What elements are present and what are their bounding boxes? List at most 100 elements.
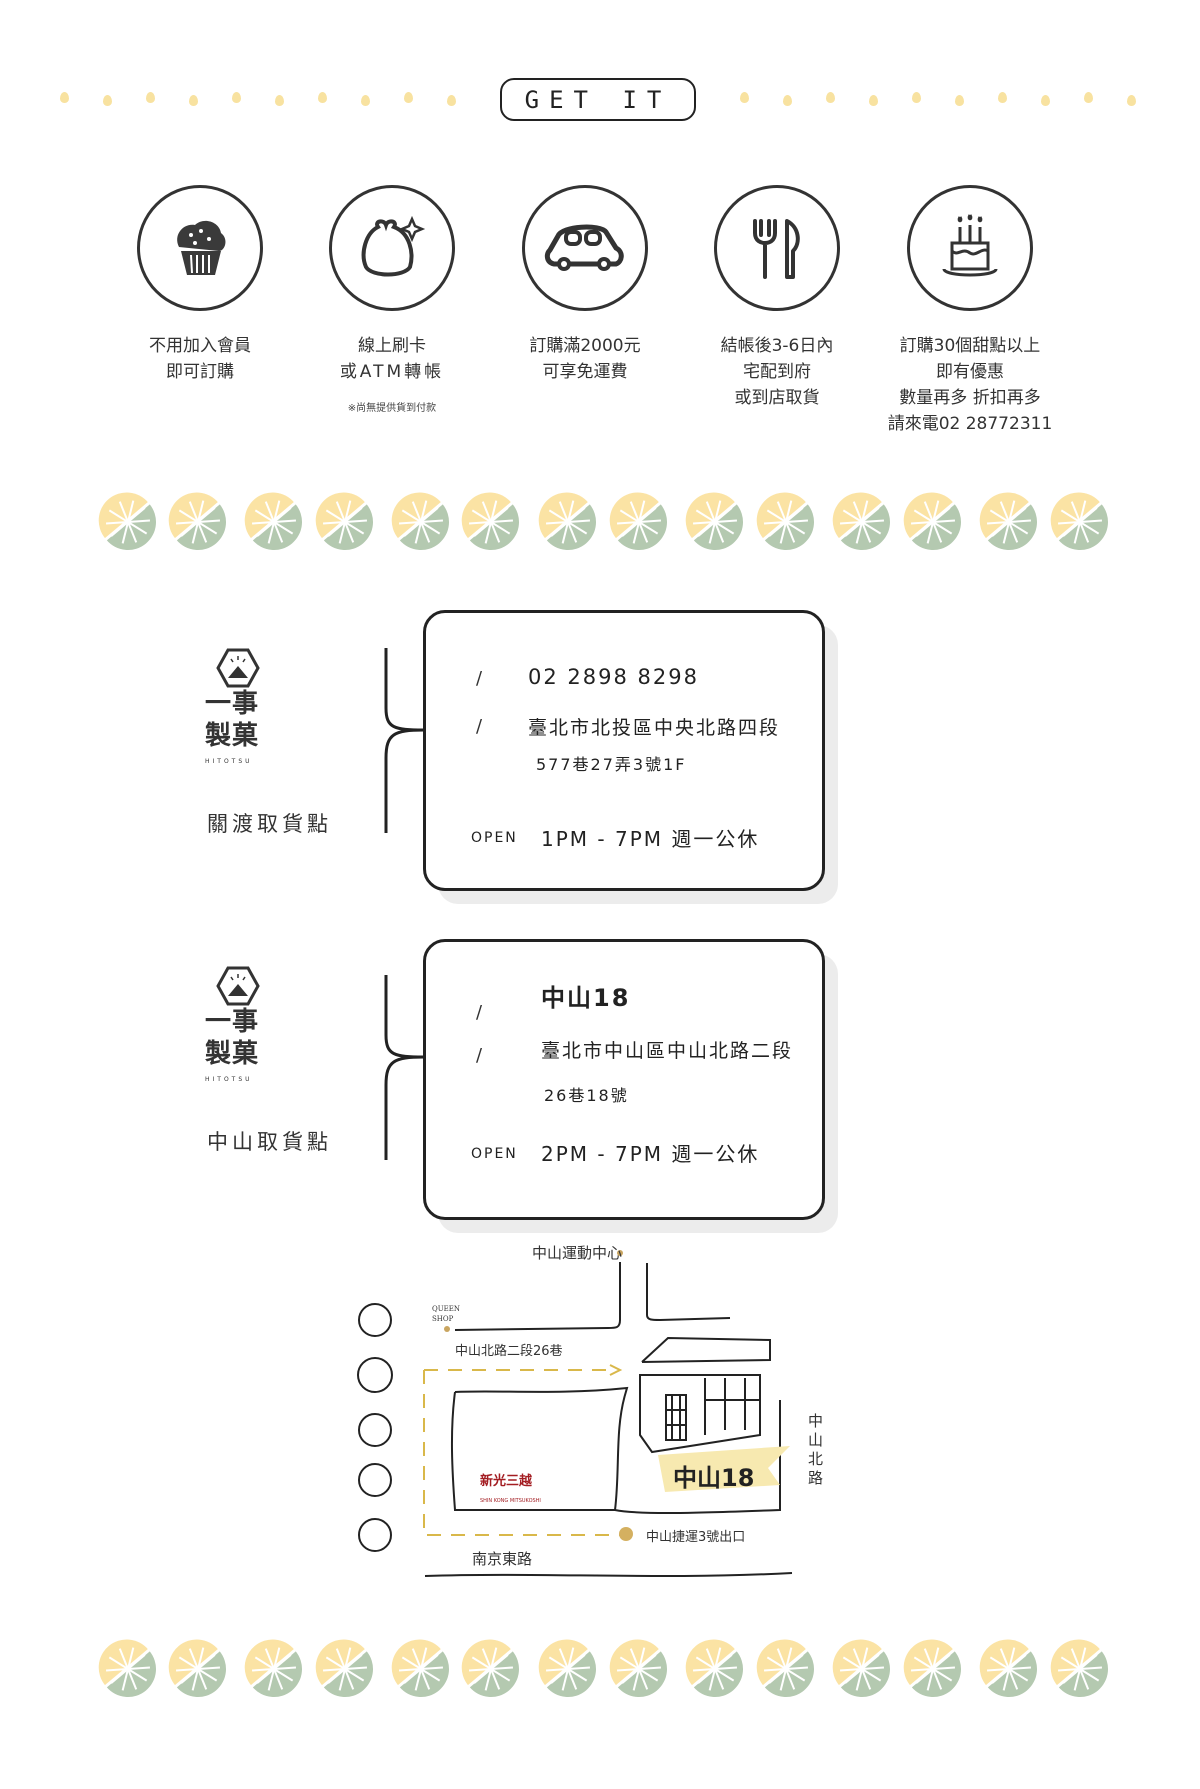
- lemon-slice-icon: [685, 492, 743, 550]
- address-line: 577巷27弄3號1F: [536, 755, 687, 774]
- feature-text: 或ATM轉帳: [339, 362, 445, 382]
- dot: [912, 92, 921, 103]
- map: 中山運動中心 QUEEN SHOP 中山北路二段26巷 新光三越 SHIN KO…: [340, 1230, 900, 1600]
- location-card-guandu: / 02 2898 8298 / 臺北市北投區中央北路四段 577巷27弄3號1…: [423, 610, 838, 904]
- shop-house-illustration: [639, 1336, 771, 1454]
- dot: [361, 95, 370, 106]
- lemon-slice-icon: [756, 1639, 814, 1697]
- open-label: OPEN: [471, 830, 518, 846]
- lemon-slice-icon: [609, 1639, 667, 1697]
- lemon-slice-icon: [461, 492, 519, 550]
- shop-banner: [658, 1446, 790, 1492]
- lemon-slice-icon: [461, 1639, 519, 1697]
- lemon-slice-icon: [1050, 1639, 1108, 1697]
- lemon-slice-icon: [315, 492, 373, 550]
- feature-text: 數量再多 折扣再多: [899, 388, 1041, 408]
- feature-free-shipping: 訂購滿2000元可享免運費: [490, 185, 680, 385]
- slash-mark: /: [476, 716, 483, 737]
- dot: [404, 92, 413, 103]
- feature-text: 宅配到府: [743, 362, 811, 382]
- feature-text: 線上刷卡: [358, 336, 426, 356]
- location-card-zhongshan: / 中山18 / 臺北市中山區中山北路二段 26巷18號 OPEN 2PM - …: [423, 939, 838, 1233]
- mountain-logo-icon: [216, 648, 260, 688]
- dot: [60, 92, 69, 103]
- dot: [998, 92, 1007, 103]
- dot: [955, 95, 964, 106]
- lemon-slice-icon: [538, 1639, 596, 1697]
- landmark-dot: [617, 1250, 623, 1256]
- lemon-slice-icon: [609, 492, 667, 550]
- phone-number: 02 2898 8298: [528, 665, 699, 689]
- feature-text: 訂購30個甜點以上: [899, 336, 1041, 356]
- brace-icon: [384, 648, 425, 833]
- open-label: OPEN: [471, 1146, 518, 1162]
- brand-name-en: HITOTSU: [205, 758, 253, 765]
- feature-no-membership: 不用加入會員即可訂購: [105, 185, 295, 385]
- dot: [189, 95, 198, 106]
- feature-bulk-discount: 訂購30個甜點以上即有優惠數量再多 折扣再多請來電02 28772311: [875, 185, 1065, 437]
- lemon-slice-icon: [832, 1639, 890, 1697]
- lemon-slice-icon: [1050, 492, 1108, 550]
- dot: [103, 95, 112, 106]
- queen-shop-dot: [444, 1326, 450, 1332]
- brace-icon: [384, 975, 425, 1160]
- dot: [1041, 95, 1050, 106]
- opening-hours: 2PM - 7PM 週一公休: [541, 1142, 760, 1166]
- feature-text: 結帳後3-6日內: [720, 336, 834, 356]
- get-it-title: GET IT: [500, 78, 696, 121]
- lemon-slice-icon: [391, 1639, 449, 1697]
- dot: [740, 92, 749, 103]
- feature-text: 可享免運費: [542, 362, 628, 382]
- dot: [318, 92, 327, 103]
- feature-text: 訂購滿2000元: [529, 336, 641, 356]
- coin-purse-icon: [329, 185, 455, 311]
- tree-icons: [357, 1303, 393, 1552]
- shop-name: 中山18: [541, 984, 631, 1012]
- fork-knife-icon: [714, 185, 840, 311]
- muffin-icon: [137, 185, 263, 311]
- landmark-sports-center: 中山運動中心: [532, 1244, 623, 1262]
- lemon-slice-icon: [391, 492, 449, 550]
- dots-left: [60, 92, 480, 106]
- dot: [146, 92, 155, 103]
- lemon-slice-icon: [98, 492, 156, 550]
- mall-logo-en: SHIN KONG MITSUKOSHI: [480, 1498, 541, 1504]
- lemon-slice-icon: [98, 1639, 156, 1697]
- hitotsu-logo: 一事 製菓 HITOTSU: [205, 648, 271, 766]
- mall-logo: 新光三越: [480, 1474, 533, 1489]
- opening-hours: 1PM - 7PM 週一公休: [541, 827, 760, 851]
- brand-name: 製菓: [205, 721, 260, 751]
- road-label-right: 中山北路: [808, 1412, 824, 1487]
- lemon-slice-icon: [903, 492, 961, 550]
- mrt-dot: [619, 1527, 633, 1541]
- arrow-icon: [609, 1364, 623, 1376]
- dot: [232, 92, 241, 103]
- mrt-exit-label: 中山捷運3號出口: [646, 1530, 746, 1545]
- slash-mark: /: [476, 1045, 483, 1066]
- road-label-bottom: 南京東路: [472, 1550, 533, 1568]
- lemon-slice-icon: [244, 1639, 302, 1697]
- dot: [826, 92, 835, 103]
- brand-name: 一事: [205, 1007, 260, 1037]
- dot: [447, 95, 456, 106]
- payment-note: ※尚無提供貨到付款: [347, 403, 437, 414]
- feature-text: 請來電02 28772311: [887, 414, 1053, 434]
- feature-payment: 線上刷卡或ATM轉帳 ※尚無提供貨到付款: [297, 185, 487, 414]
- queen-shop-logo: QUEEN SHOP: [432, 1305, 460, 1323]
- slash-mark: /: [476, 1002, 483, 1023]
- feature-text: 即可訂購: [166, 362, 234, 382]
- lemon-slice-border-bottom: [98, 1639, 1108, 1697]
- lemon-slice-icon: [168, 1639, 226, 1697]
- dot: [783, 95, 792, 106]
- lemon-slice-icon: [315, 1639, 373, 1697]
- address-line: 26巷18號: [544, 1086, 629, 1105]
- location-label: 關渡取貨點: [207, 812, 332, 836]
- address-line: 臺北市北投區中央北路四段: [528, 717, 781, 739]
- feature-text: 或到店取貨: [734, 388, 820, 408]
- slash-mark: /: [476, 668, 483, 689]
- brand-name: 製菓: [205, 1039, 260, 1069]
- lemon-slice-border-top: [98, 492, 1108, 550]
- lemon-slice-icon: [832, 492, 890, 550]
- feature-delivery: 結帳後3-6日內宅配到府或到店取貨: [682, 185, 872, 411]
- dot: [1084, 92, 1093, 103]
